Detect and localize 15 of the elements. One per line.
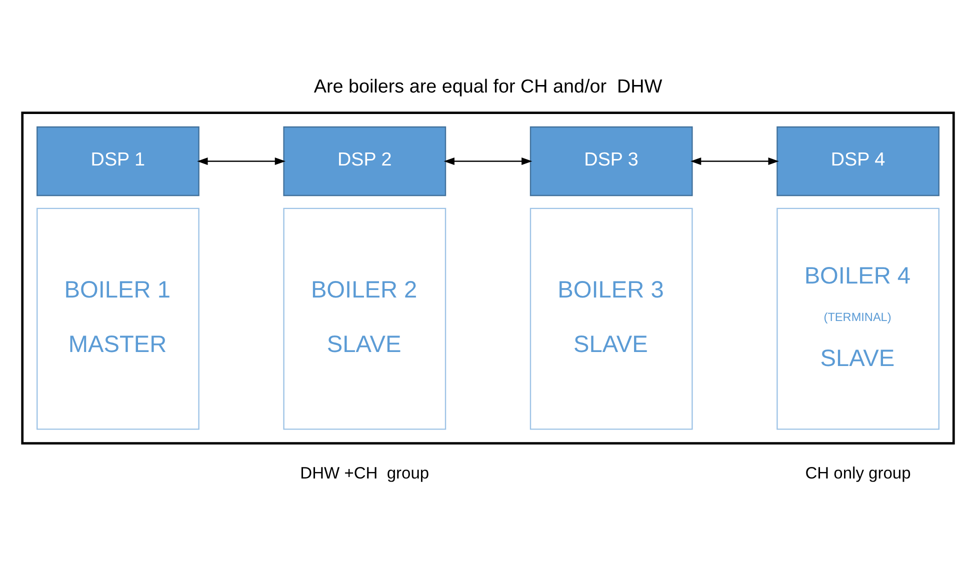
label: DHW +CH group (300, 462, 430, 482)
node-box: DSP 3 (530, 126, 693, 196)
node-box: DSP 2 (283, 126, 446, 196)
label: CH only group (805, 462, 911, 482)
node-box: BOILER 4 (TERMINAL) SLAVE (776, 207, 940, 430)
arrow (444, 157, 532, 164)
node-box: BOILER 1 MASTER (36, 207, 200, 430)
node-box: DSP 4 (776, 126, 940, 196)
node-box: BOILER 3 SLAVE (530, 207, 693, 430)
node-box: DSP 1 (36, 126, 200, 196)
arrow (197, 157, 286, 164)
node-box: BOILER 2 SLAVE (283, 207, 446, 430)
arrow (690, 157, 779, 164)
cluster (21, 111, 955, 444)
diagram-title: Are boilers are equal for CH and/or DHW (314, 76, 662, 98)
